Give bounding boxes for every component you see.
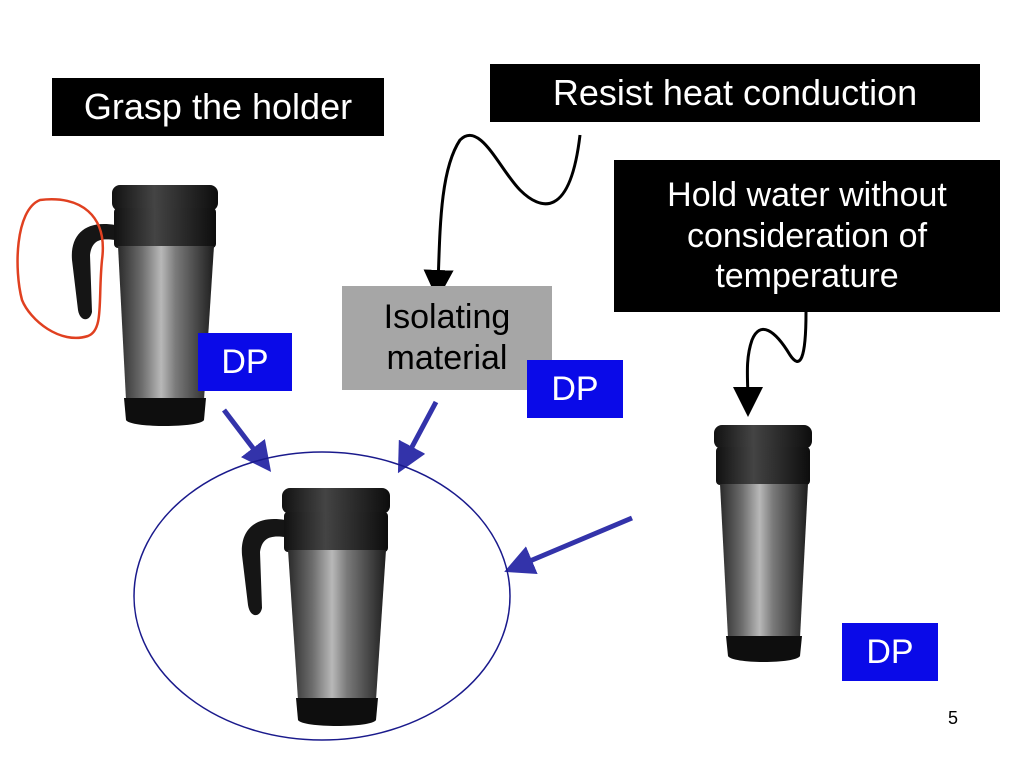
hold-water-line-3: temperature	[715, 257, 899, 296]
isolating-line-2: material	[386, 339, 508, 377]
grasp-holder-label: Grasp the holder	[52, 78, 384, 136]
isolating-material-box: Isolating material	[342, 286, 552, 390]
arrow-left-to-ellipse	[222, 408, 272, 472]
travel-mug-icon	[714, 425, 812, 662]
page-number: 5	[948, 708, 959, 728]
dp-badge-left: DP	[198, 333, 292, 391]
hold-water-line-1: Hold water without	[667, 175, 947, 214]
isolating-line-1: Isolating	[383, 298, 511, 337]
dp-badge-right: DP	[842, 623, 938, 681]
dp-badge-right-text: DP	[866, 632, 914, 671]
dp-badge-middle: DP	[527, 360, 623, 418]
hold-water-label: Hold water without consideration of temp…	[614, 160, 1000, 312]
hold-connector	[732, 311, 808, 417]
hold-water-line-2: consideration of	[686, 216, 928, 255]
arrow-right-to-ellipse	[504, 515, 633, 575]
dp-badge-left-text: DP	[221, 342, 269, 381]
grasp-holder-text: Grasp the holder	[83, 86, 353, 128]
travel-mug-combined-icon	[241, 488, 390, 726]
arrow-isolating-to-ellipse	[397, 400, 439, 474]
combined-ellipse	[133, 451, 511, 741]
handle-highlight	[16, 198, 105, 339]
travel-mug-with-handle-icon	[71, 185, 218, 426]
dp-badge-middle-text: DP	[551, 369, 599, 408]
resist-connector	[423, 133, 582, 300]
resist-heat-label: Resist heat conduction	[490, 64, 980, 122]
resist-heat-text: Resist heat conduction	[552, 72, 918, 114]
